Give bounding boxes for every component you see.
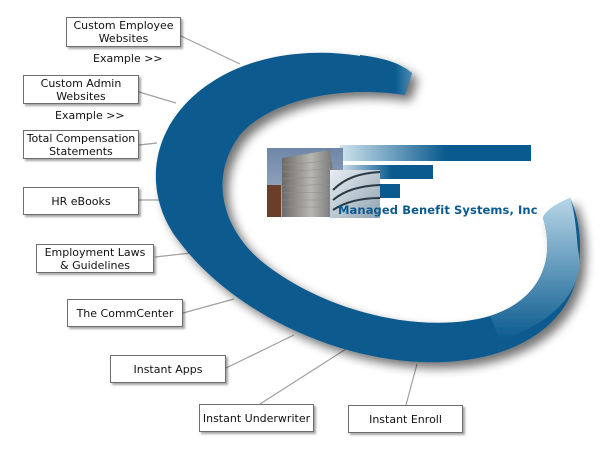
box-label: The CommCenter xyxy=(76,306,174,320)
box-label-line2: Websites xyxy=(56,89,106,103)
box-label-line1: Employment Laws xyxy=(44,245,146,259)
box-label-line2: Statements xyxy=(49,144,113,158)
box-label-line1: Custom Admin xyxy=(40,76,122,90)
connector-lines xyxy=(138,35,418,406)
building-photo xyxy=(330,170,380,218)
instant-apps-button[interactable]: Instant Apps xyxy=(110,355,226,383)
employment-laws-button[interactable]: Employment Laws& Guidelines xyxy=(36,244,154,273)
box-label: Instant Apps xyxy=(133,362,203,376)
connector-line xyxy=(154,252,192,258)
box-label-line1: Total Compensation xyxy=(26,131,136,145)
company-name: Managed Benefit Systems, Inc xyxy=(338,203,538,217)
connector-line xyxy=(259,348,347,405)
box-label-line2: & Guidelines xyxy=(60,258,130,272)
connector-line xyxy=(182,298,235,314)
connector-line xyxy=(138,91,177,104)
box-label: HR eBooks xyxy=(51,194,111,208)
swoosh-logo xyxy=(155,52,581,363)
connector-line xyxy=(225,334,295,369)
logo-bar xyxy=(340,145,531,161)
instant-underwriter-button[interactable]: Instant Underwriter xyxy=(199,404,314,432)
connector-line xyxy=(405,363,418,406)
commcenter-button[interactable]: The CommCenter xyxy=(67,299,183,327)
connector-line xyxy=(138,142,158,146)
company-logo xyxy=(267,145,531,218)
custom-admin-websites-example-link[interactable]: Example >> xyxy=(55,109,125,122)
hr-ebooks-button[interactable]: HR eBooks xyxy=(23,187,139,215)
box-label: Instant Underwriter xyxy=(202,411,311,425)
instant-enroll-button[interactable]: Instant Enroll xyxy=(348,405,463,433)
logo-bar xyxy=(380,184,400,198)
box-label-line1: Custom Employee xyxy=(73,19,174,32)
custom-employee-websites-example-link[interactable]: Example >> xyxy=(93,52,163,65)
connector-line xyxy=(180,35,241,65)
box-label: Instant Enroll xyxy=(369,412,442,426)
box-label-line2: Websites xyxy=(98,32,149,45)
